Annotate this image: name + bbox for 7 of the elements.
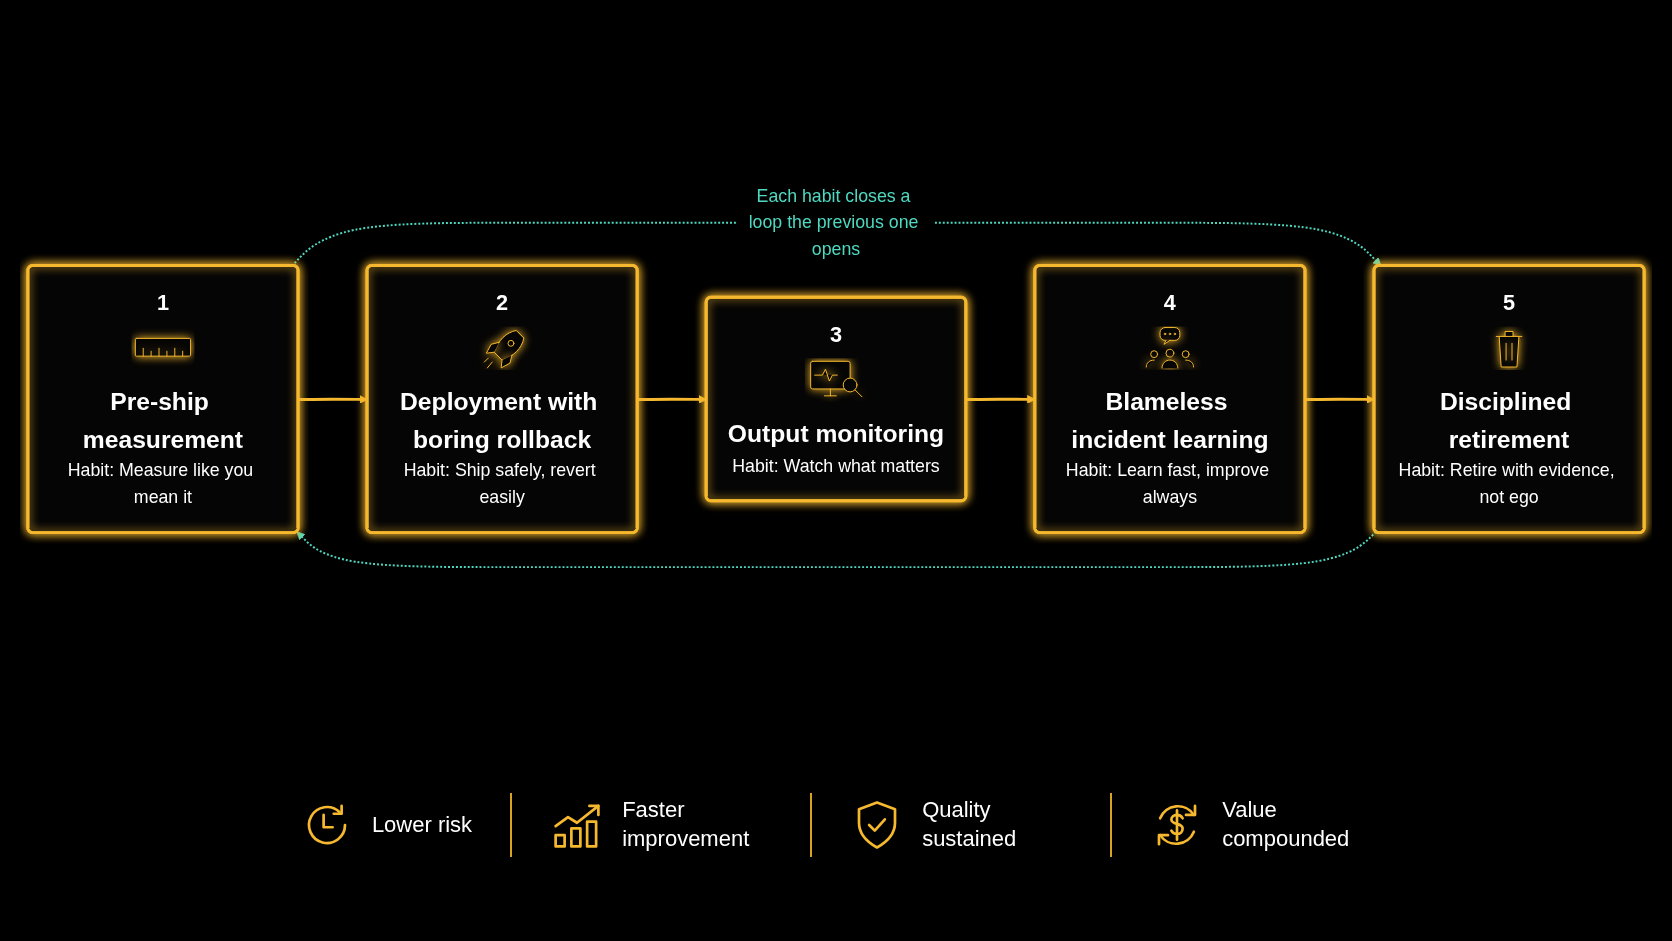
edge-label: Each habit closes a loop the previous one opens	[748, 185, 919, 259]
arrow	[298, 395, 368, 404]
arrow	[296, 530, 1378, 569]
benefit-label: Value compounded	[1222, 796, 1351, 853]
benefit-label: Faster improvement	[622, 796, 751, 853]
benefit-label: Lower risk	[371, 810, 473, 839]
benefit-label: Quality sustained	[922, 796, 1018, 853]
